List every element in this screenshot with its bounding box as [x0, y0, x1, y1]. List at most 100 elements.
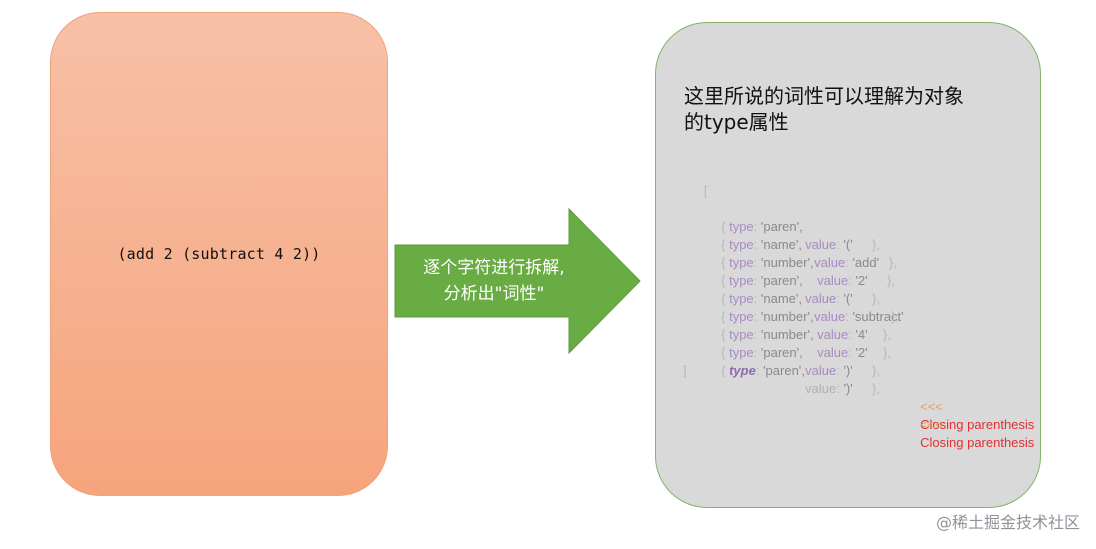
- token-type-value: 'number',: [760, 309, 814, 324]
- token-value-sep: :: [836, 363, 844, 378]
- token-open-brace: {: [721, 291, 730, 306]
- token-row: { type: 'number', value: '4' },: [675, 272, 891, 342]
- result-heading: 这里所说的词性可以理解为对象 的type属性: [684, 83, 1024, 135]
- token-open-brace: {: [721, 363, 730, 378]
- token-value-sep: :: [845, 309, 853, 324]
- token-value-key: value: [814, 255, 846, 270]
- token-type-value: 'paren',: [760, 345, 803, 360]
- note-arrow: <<<: [920, 417, 943, 432]
- token-type-value: 'number',: [760, 327, 814, 342]
- token-open-brace: {: [721, 237, 730, 252]
- token-value-sep: :: [848, 345, 856, 360]
- token-value-key: value: [817, 273, 849, 288]
- token-value-value: '(': [843, 237, 853, 252]
- token-type-value: 'paren',: [763, 363, 805, 378]
- token-close-brace: },: [891, 309, 899, 324]
- token-result-box: 这里所说的词性可以理解为对象 的type属性 [ { type: 'paren'…: [655, 22, 1041, 508]
- token-value-key: value: [805, 291, 837, 306]
- token-open-brace: {: [721, 273, 730, 288]
- token-open-brace: {: [721, 255, 730, 270]
- token-row: { type: 'paren', value: '(' },: [675, 236, 880, 306]
- token-value-key: value: [805, 381, 837, 396]
- token-row: { type: 'paren', value: ')' }, <<< Closi…: [675, 308, 1034, 432]
- token-type-key: type: [729, 291, 754, 306]
- open-bracket-line: [: [675, 164, 708, 198]
- token-value-value: ')': [843, 363, 853, 378]
- token-row: { type: 'paren', value: ')' }, <<< Closi…: [675, 326, 1034, 450]
- token-value-sep: :: [836, 381, 844, 396]
- token-type-key: type: [729, 255, 754, 270]
- token-type-key: type: [729, 345, 754, 360]
- token-close-brace: },: [887, 273, 895, 288]
- result-heading-line-2: 的type属性: [684, 110, 789, 134]
- token-type-key: type: [729, 273, 754, 288]
- token-value-key: value: [805, 237, 837, 252]
- token-type-sep: :: [755, 363, 764, 378]
- token-open-brace: {: [721, 219, 730, 234]
- token-type-sep: :: [753, 345, 761, 360]
- token-close-brace: },: [883, 345, 891, 360]
- token-open-brace: {: [721, 327, 730, 342]
- token-type-value: 'number',: [760, 255, 814, 270]
- token-type-key: type: [729, 327, 754, 342]
- token-type-sep: :: [753, 273, 761, 288]
- token-row: { type: 'number', value: '2' },: [675, 218, 895, 288]
- note-arrow: <<<: [920, 399, 943, 414]
- token-type-key: type: [729, 309, 754, 324]
- token-type-sep: :: [753, 309, 761, 324]
- watermark: @稀土掘金技术社区: [935, 513, 1080, 532]
- arrow-label-line-2: 分析出"词性": [443, 284, 545, 304]
- arrow-shape: [394, 208, 641, 354]
- token-value-value: '2': [855, 273, 868, 288]
- token-close-brace: },: [872, 381, 880, 396]
- token-type-sep: :: [753, 255, 761, 270]
- token-type-value: 'name',: [760, 237, 803, 252]
- token-type-sep: :: [753, 327, 761, 342]
- token-value-sep: :: [836, 291, 844, 306]
- close-bracket: ]: [683, 363, 687, 378]
- token-close-brace: },: [872, 237, 880, 252]
- arrow-label: 逐个字符进行拆解, 分析出"词性": [394, 255, 594, 307]
- token-row: { type: 'name', value: 'add' },: [675, 200, 897, 270]
- token-type-sep: :: [753, 237, 761, 252]
- open-bracket: [: [703, 183, 708, 198]
- token-value-value: '(': [843, 291, 853, 306]
- token-value-sep: :: [836, 237, 844, 252]
- token-type-sep: :: [753, 291, 761, 306]
- token-close-brace: },: [872, 363, 880, 378]
- token-value-key: value: [805, 363, 837, 378]
- token-row: { type: 'name', value: 'subtract' },: [675, 254, 904, 324]
- token-value-value: 'add': [852, 255, 880, 270]
- close-bracket-line: ]: [675, 344, 708, 378]
- token-value-value: '4': [855, 327, 868, 342]
- token-type-key: type: [729, 363, 756, 378]
- token-type-sep: :: [753, 219, 761, 234]
- token-value-key: value: [817, 327, 849, 342]
- token-type-key: type: [729, 237, 754, 252]
- token-open-brace: {: [721, 345, 730, 360]
- token-close-brace: },: [883, 327, 891, 342]
- token-value-value: 'subtract': [852, 309, 904, 324]
- token-type-key: type: [729, 219, 754, 234]
- token-value-key: value: [814, 309, 846, 324]
- token-value-value: ')': [843, 381, 853, 396]
- token-open-brace: {: [721, 309, 730, 324]
- token-value-sep: :: [848, 273, 856, 288]
- token-value-value: '2': [855, 345, 868, 360]
- closing-note: Closing parenthesis: [920, 435, 1035, 450]
- arrow-label-line-1: 逐个字符进行拆解,: [423, 258, 565, 278]
- token-value-key: value: [817, 345, 849, 360]
- token-row: { type: 'number', value: '2' },: [675, 290, 891, 360]
- token-type-value: 'name',: [760, 291, 803, 306]
- closing-note: Closing parenthesis: [920, 417, 1035, 432]
- token-row: { type: 'paren', value: '(' },: [675, 182, 880, 252]
- token-close-brace: },: [872, 291, 880, 306]
- token-list: [ { type: 'paren', value: '(' }, { type:…: [675, 164, 1034, 450]
- source-code-text: (add 2 (subtract 4 2)): [117, 245, 321, 263]
- token-close-brace: },: [889, 255, 897, 270]
- result-heading-line-1: 这里所说的词性可以理解为对象: [684, 84, 964, 108]
- token-value-sep: :: [848, 327, 856, 342]
- source-code-box: (add 2 (subtract 4 2)): [50, 12, 388, 496]
- token-type-value: 'paren',: [760, 273, 803, 288]
